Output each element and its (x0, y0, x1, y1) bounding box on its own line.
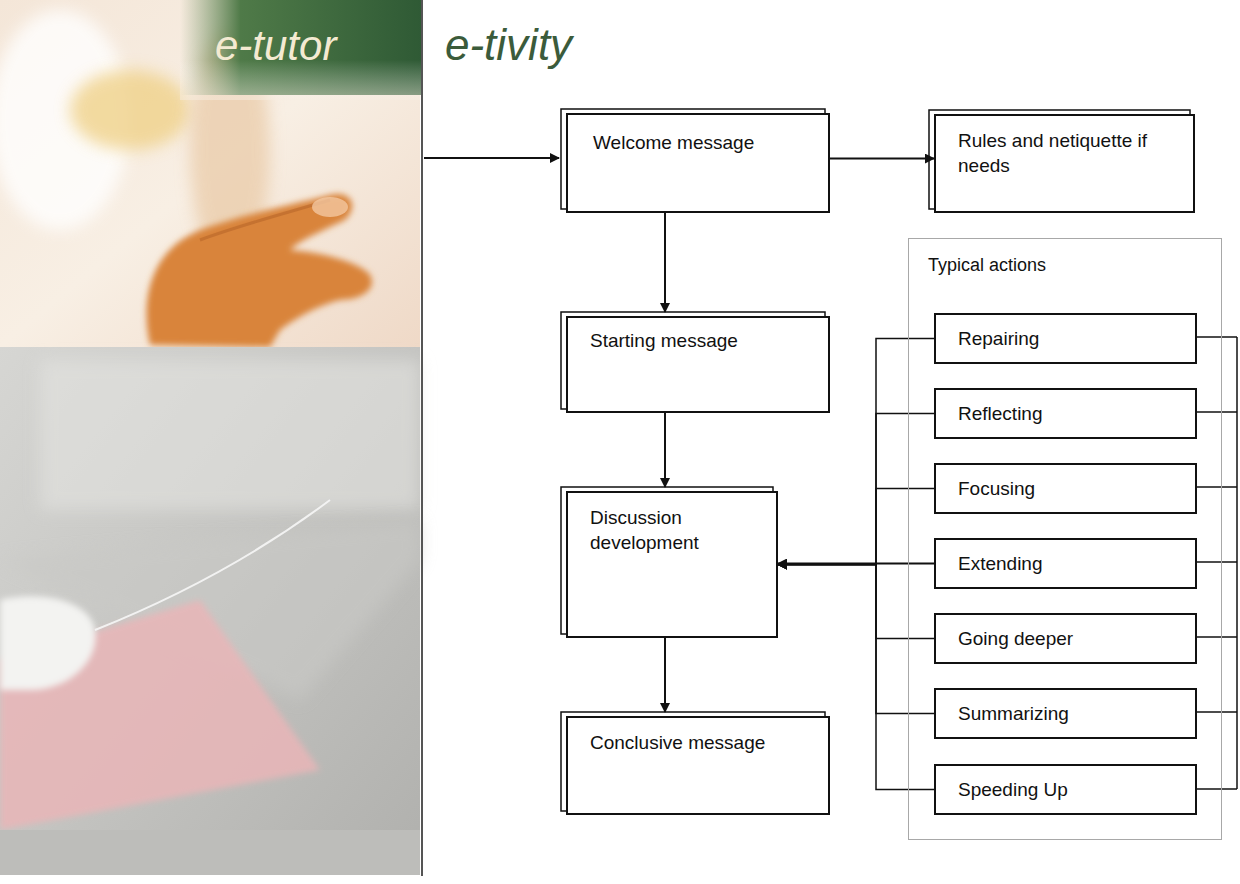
process-box: Discussion development (566, 491, 778, 638)
box-label: Speeding Up (958, 778, 1183, 803)
flow-arrow (778, 565, 934, 639)
process-box: Welcome message (566, 113, 830, 213)
flow-arrow (778, 565, 934, 714)
group-panel: Typical actionsRepairingReflectingFocusi… (908, 238, 1222, 840)
flow-arrow (778, 489, 934, 565)
process-box: Rules and netiquette if needs (934, 114, 1195, 213)
group-heading: Typical actions (928, 254, 1209, 277)
process-box: Conclusive message (566, 716, 830, 815)
box-label: Focusing (958, 477, 1183, 502)
flow-arrow (664, 213, 666, 312)
diagram-title: e-tivity (445, 20, 572, 70)
action-box: Focusing (934, 463, 1197, 514)
box-label: Summarizing (958, 702, 1183, 727)
flow-arrow (778, 414, 934, 565)
box-label: Rules and netiquette if needs (958, 129, 1181, 178)
box-label: Reflecting (958, 402, 1183, 427)
box-label: Welcome message (593, 131, 816, 156)
process-box: Starting message (566, 316, 830, 413)
box-label: Starting message (590, 329, 816, 354)
box-label: Discussion development (590, 506, 764, 555)
action-box: Extending (934, 538, 1197, 589)
flow-arrow (664, 638, 666, 712)
flow-arrow (830, 158, 934, 160)
box-label: Going deeper (958, 627, 1183, 652)
action-box: Reflecting (934, 388, 1197, 439)
action-box: Summarizing (934, 688, 1197, 739)
box-label: Repairing (958, 327, 1183, 352)
box-label: Conclusive message (590, 731, 816, 756)
action-box: Repairing (934, 313, 1197, 364)
panel-label: e-tutor (215, 22, 336, 70)
box-label: Extending (958, 552, 1183, 577)
flow-arrow (664, 413, 666, 487)
action-box: Speeding Up (934, 764, 1197, 815)
action-box: Going deeper (934, 613, 1197, 664)
